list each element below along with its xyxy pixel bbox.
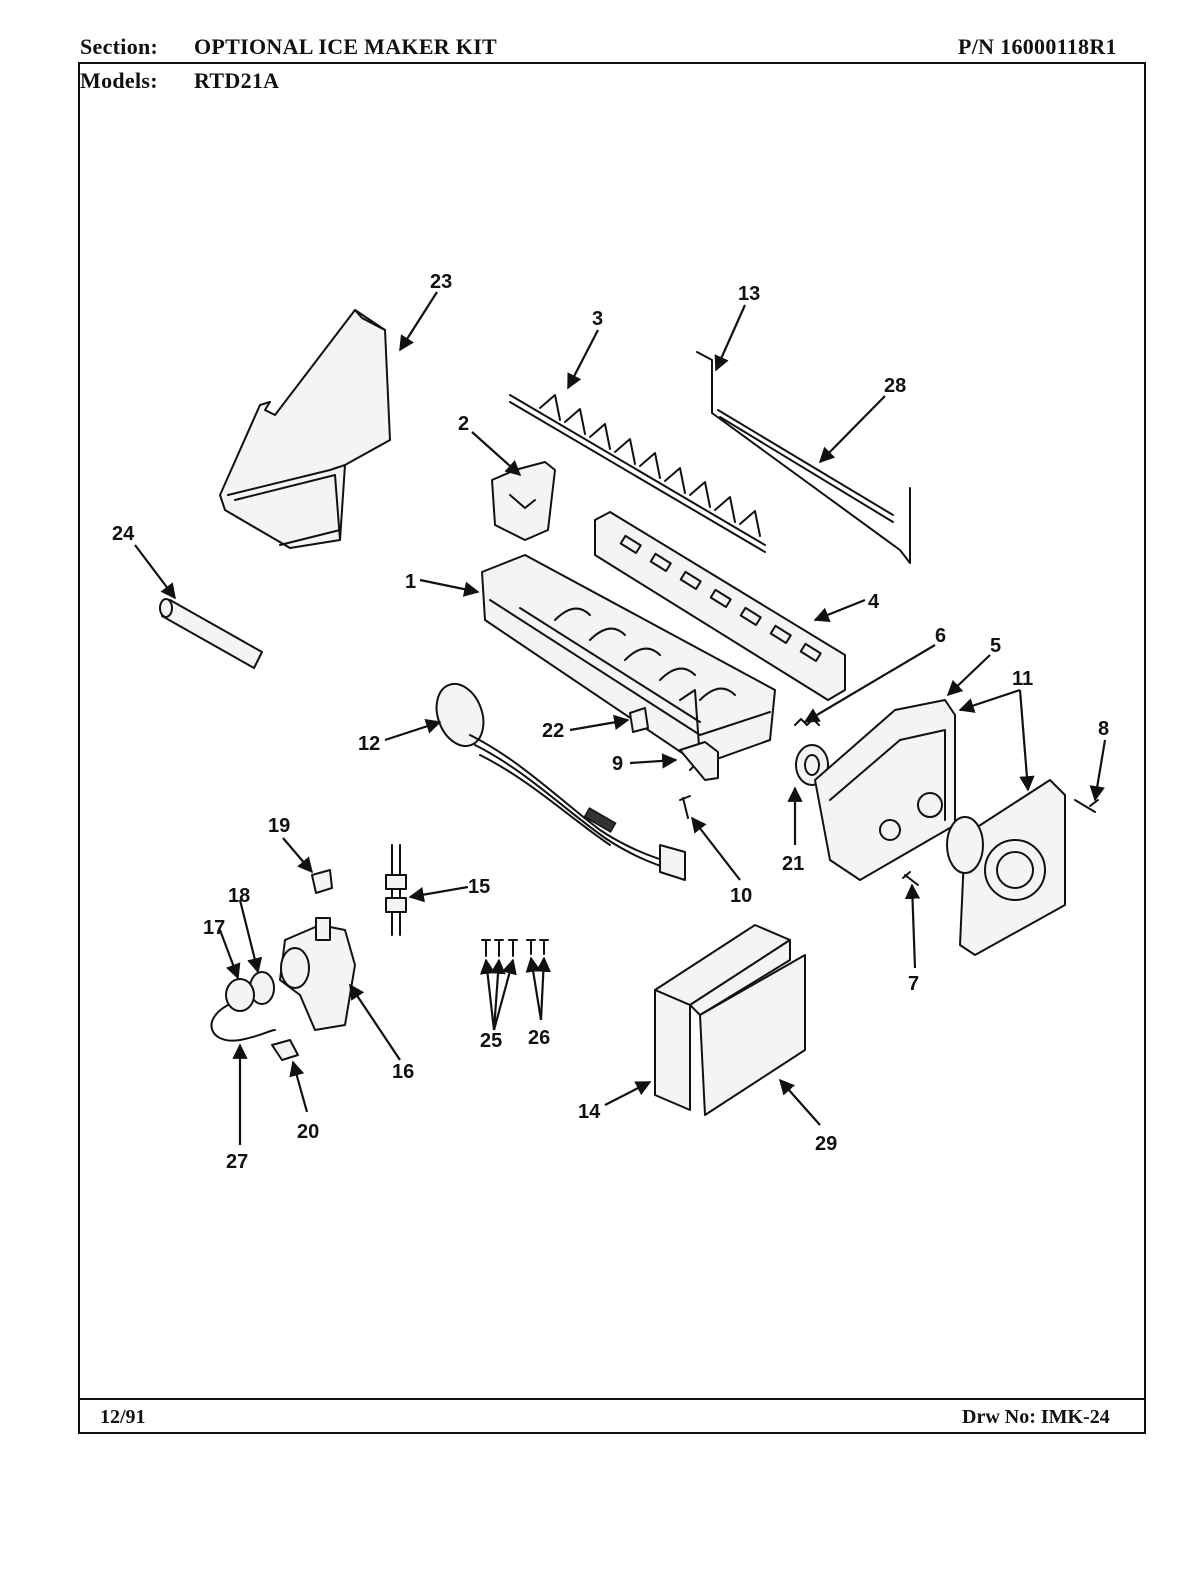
part-7-screw <box>902 871 919 886</box>
callout-11: 11 <box>1012 668 1033 690</box>
part-25-26-screws <box>481 939 549 957</box>
callout-9: 9 <box>612 753 623 775</box>
callout-28: 28 <box>884 375 906 397</box>
callout-22: 22 <box>542 720 564 742</box>
callout-7: 7 <box>908 973 919 995</box>
part-22-clip <box>629 707 649 733</box>
part-9-bracket <box>679 741 719 781</box>
callout-3: 3 <box>592 308 603 330</box>
callout-12: 12 <box>358 733 380 755</box>
callout-20: 20 <box>297 1121 319 1143</box>
callout-4: 4 <box>868 591 880 613</box>
part-5-housing <box>814 699 956 881</box>
part-8-screw <box>1074 799 1099 813</box>
part-number: P/N 16000118R1 <box>958 34 1117 59</box>
callout-1: 1 <box>405 571 416 593</box>
callout-10: 10 <box>730 885 752 907</box>
callout-6: 6 <box>935 625 946 647</box>
callout-23: 23 <box>430 271 452 293</box>
part-10-screw <box>679 795 691 819</box>
callout-27: 27 <box>226 1151 248 1173</box>
part-19-nut <box>311 869 333 894</box>
part-15-fitting <box>385 844 407 936</box>
part-2-bracket <box>491 461 556 541</box>
callout-15: 15 <box>468 876 490 898</box>
callout-17: 17 <box>203 917 225 939</box>
callout-24: 24 <box>112 523 135 545</box>
part-13-28-arm <box>696 351 911 564</box>
callout-16: 16 <box>392 1061 414 1083</box>
part-4-stripper <box>594 511 846 701</box>
callout-labels: 23 3 13 28 2 24 1 4 6 5 11 8 22 12 9 10 … <box>112 271 1109 1173</box>
section-label: Section: <box>80 34 159 59</box>
part-11-motor <box>946 779 1066 956</box>
callout-25: 25 <box>480 1030 502 1052</box>
part-27-tether <box>210 1004 276 1042</box>
callout-21: 21 <box>782 853 804 875</box>
part-24-tube <box>159 598 263 669</box>
part-12-harness <box>435 683 686 881</box>
footer-divider <box>78 1398 1146 1400</box>
part-20-clamp <box>271 1039 299 1061</box>
part-3-ejector <box>509 394 766 553</box>
models-value: RTD21A <box>194 68 280 93</box>
part-23-cover <box>219 309 391 549</box>
leader-arrows <box>134 291 1107 1145</box>
callout-5: 5 <box>990 635 1001 657</box>
part-16-valve <box>279 917 356 1031</box>
drawing-number: Drw No: IMK-24 <box>962 1406 1110 1428</box>
callout-14: 14 <box>578 1101 601 1123</box>
part-17-18-filter <box>225 971 275 1012</box>
part-1-mold <box>481 554 776 771</box>
callout-19: 19 <box>268 815 290 837</box>
callout-8: 8 <box>1098 718 1109 740</box>
drawing-date: 12/91 <box>100 1406 146 1428</box>
part-14-29-bucket <box>654 924 806 1116</box>
callout-13: 13 <box>738 283 760 305</box>
callout-26: 26 <box>528 1027 550 1049</box>
callout-18: 18 <box>228 885 250 907</box>
callout-2: 2 <box>458 413 469 435</box>
drawing-frame <box>78 62 1146 1434</box>
callout-29: 29 <box>815 1133 837 1155</box>
section-title: OPTIONAL ICE MAKER KIT <box>194 34 498 59</box>
models-label: Models: <box>80 68 158 93</box>
